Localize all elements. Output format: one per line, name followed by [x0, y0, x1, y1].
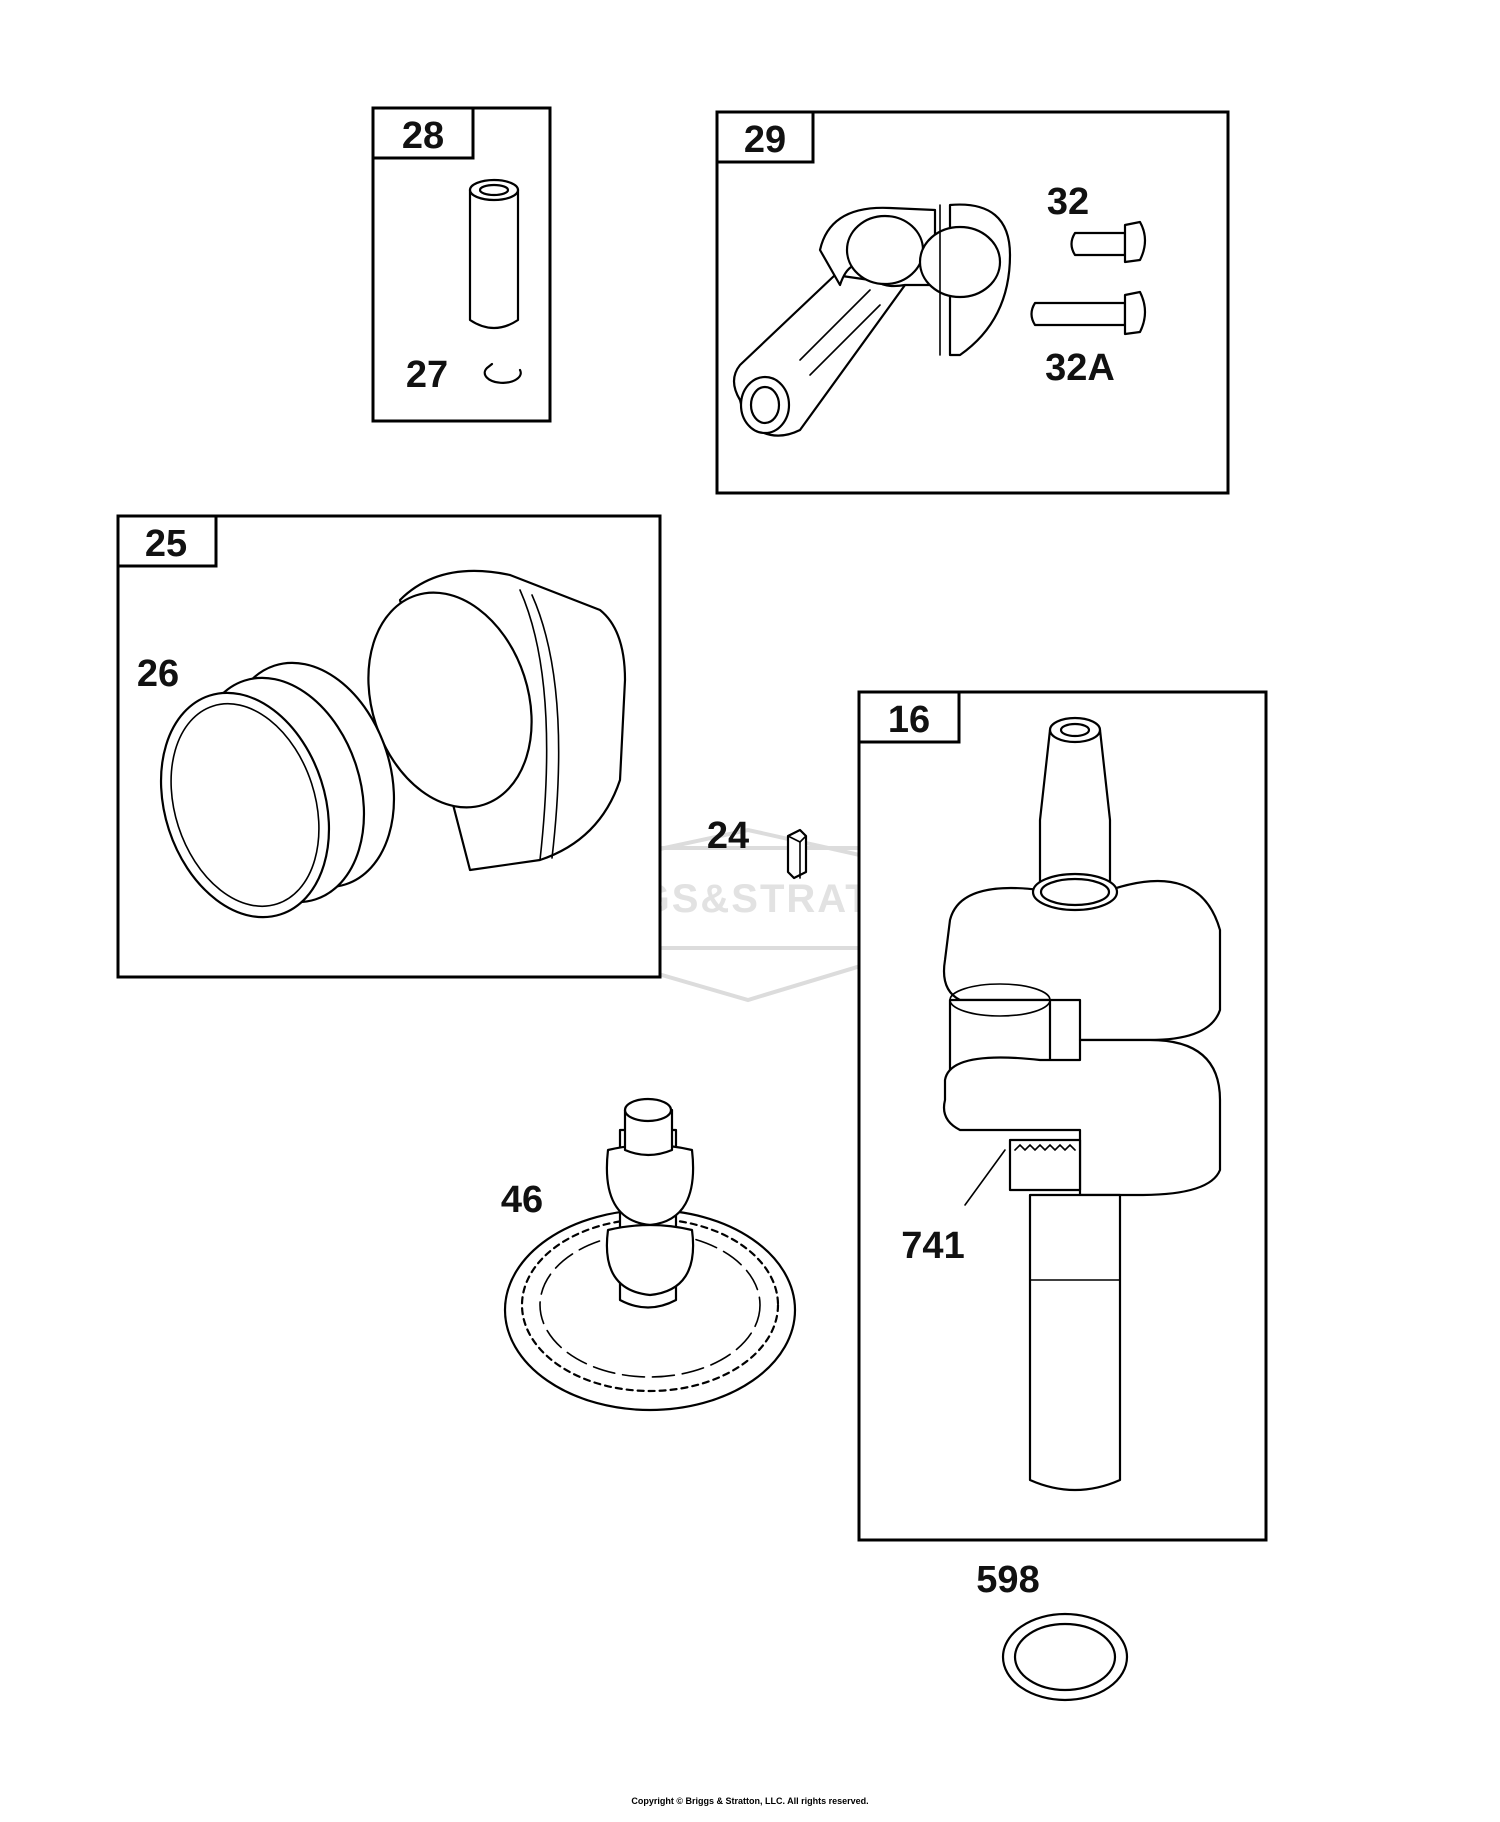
crankshaft-part: [942, 716, 1222, 1492]
piston-pin-part: [468, 178, 520, 330]
label-29: 29: [744, 119, 786, 161]
label-27: 27: [406, 354, 448, 396]
label-25: 25: [145, 523, 187, 565]
connecting-rod-part: [732, 203, 1012, 437]
leader-741: [964, 1149, 1006, 1206]
thrust-washer-part: [1001, 1612, 1129, 1702]
label-32a: 32A: [1045, 347, 1115, 389]
rod-bolt-32a-part: [1030, 290, 1147, 336]
label-16: 16: [888, 699, 930, 741]
label-598: 598: [976, 1559, 1039, 1601]
piston-part: [367, 569, 627, 872]
label-741: 741: [901, 1225, 964, 1267]
copyright-notice: Copyright © Briggs & Stratton, LLC. All …: [631, 1796, 869, 1806]
label-46: 46: [501, 1179, 543, 1221]
piston-rings-part: [159, 661, 396, 919]
box-16: 16 741: [857, 690, 1268, 1542]
label-28: 28: [402, 115, 444, 157]
box-29: 29 32 32A: [715, 110, 1230, 495]
label-26: 26: [137, 653, 179, 695]
label-24: 24: [707, 815, 749, 857]
retaining-clip-part: [483, 362, 522, 384]
key-24-part: [786, 828, 808, 880]
camshaft-gear-part: [503, 1097, 797, 1412]
box-25: 25 26: [116, 514, 662, 979]
rod-bolt-32-part: [1070, 220, 1147, 264]
box-28: 28 27: [371, 106, 552, 423]
label-32: 32: [1047, 181, 1089, 223]
